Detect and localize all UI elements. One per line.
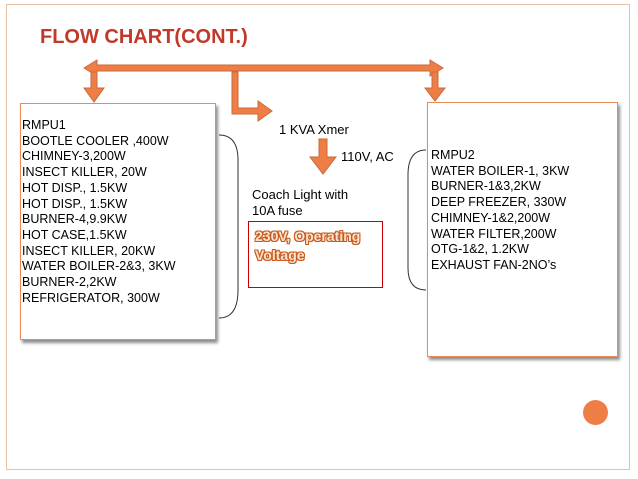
rmpu2-box	[427, 102, 618, 357]
left-bracket	[218, 134, 239, 319]
list-item: WATER BOILER-1, 3KW	[431, 163, 570, 178]
output-label: 110V, AC	[341, 149, 394, 164]
accent-circle	[583, 400, 608, 425]
down-arrow-right	[423, 71, 447, 102]
voltage-label-line2: Voltage	[255, 247, 305, 263]
rmpu1-box	[20, 103, 216, 340]
double-arrow	[83, 59, 444, 77]
list-item: EXHAUST FAN-2NO’s	[431, 257, 557, 272]
list-item: WATER BOILER-2&3, 3KW	[22, 259, 176, 274]
list-item: REFRIGERATOR, 300W	[22, 290, 160, 305]
list-item: BURNER-4,9.9KW	[22, 212, 127, 227]
transformer-label: 1 KVA Xmer	[279, 122, 349, 137]
rmpu2-heading: RMPU2	[431, 148, 475, 162]
list-item: HOT CASE,1.5KW	[22, 227, 127, 242]
list-item: BOOTLE COOLER ,400W	[22, 133, 169, 148]
rmpu2-list: RMPU2 WATER BOILER-1, 3KW BURNER-1&3,2KW…	[431, 148, 569, 274]
down-arrow-center	[308, 138, 338, 175]
list-item: CHIMNEY-3,200W	[22, 149, 126, 164]
list-item: OTG-1&2, 1.2KW	[431, 242, 529, 257]
list-item: DEEP FREEZER, 330W	[431, 195, 567, 210]
slide-title: FLOW CHART(CONT.)	[40, 26, 248, 48]
bent-arrow	[231, 71, 273, 122]
list-item: INSECT KILLER, 20W	[22, 165, 147, 180]
rmpu1-heading: RMPU1	[22, 118, 66, 132]
slide-frame	[6, 4, 630, 470]
down-arrow-left	[83, 71, 105, 103]
list-item: BURNER-1&3,2KW	[431, 179, 541, 194]
voltage-label-line1: 230V, Operating	[255, 228, 361, 244]
list-item: CHIMNEY-1&2,200W	[431, 210, 551, 225]
list-item: WATER FILTER,200W	[431, 226, 557, 241]
list-item: INSECT KILLER, 20KW	[22, 243, 156, 258]
voltage-box	[248, 221, 383, 288]
list-item: HOT DISP., 1.5KW	[22, 196, 128, 211]
list-item: BURNER-2,2KW	[22, 275, 117, 290]
rmpu1-list: RMPU1 BOOTLE COOLER ,400W CHIMNEY-3,200W…	[22, 118, 176, 306]
list-item: HOT DISP., 1.5KW	[22, 180, 128, 195]
coach-light-label-line1: Coach Light with	[252, 187, 349, 202]
coach-light-label-line2: 10A fuse	[252, 203, 303, 218]
right-bracket	[407, 149, 427, 291]
